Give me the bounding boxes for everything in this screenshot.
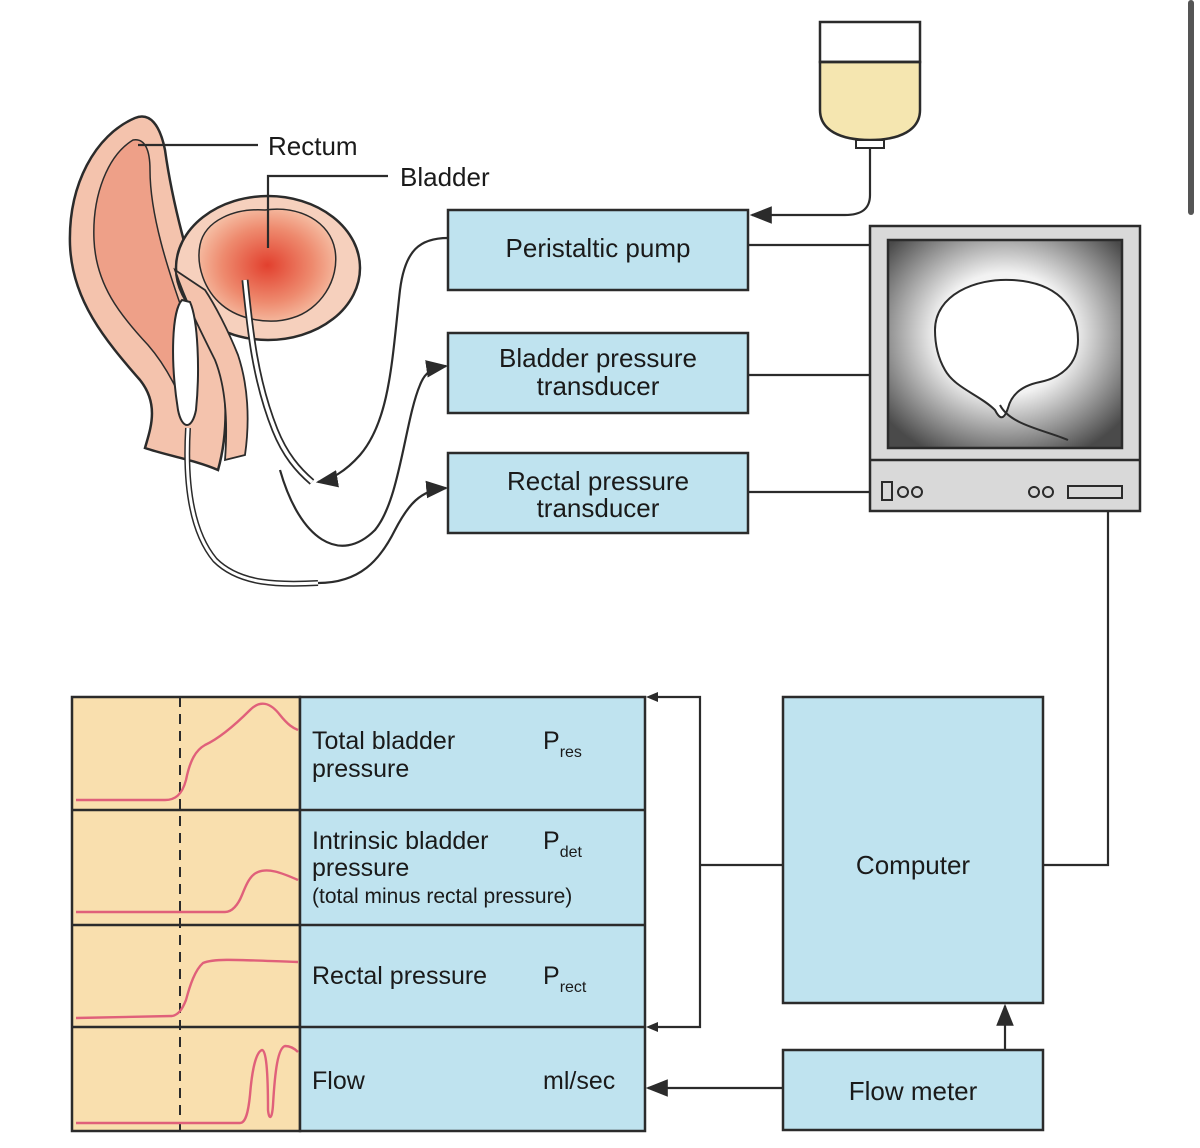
trace-rectal-pressure	[75, 958, 299, 1020]
row-intrinsic-label-3: (total minus rectal pressure)	[312, 885, 572, 908]
row-flow-unit: ml/sec	[543, 1067, 615, 1095]
trace-intrinsic-bladder-pressure	[76, 869, 299, 914]
bag-to-pump-tube	[749, 148, 872, 224]
recorder: Total bladder pressure Pres Intrinsic bl…	[70, 695, 647, 1133]
row-total-symbol: Pres	[543, 727, 582, 761]
rectal-transducer-label-2: transducer	[537, 493, 660, 523]
monitor-power-switch	[881, 481, 893, 501]
rectal-line-to-transducer	[317, 480, 449, 585]
pelvic-tissue	[173, 267, 249, 462]
row-intrinsic-label-2: pressure	[312, 854, 409, 882]
vertical-scrollbar[interactable]	[1188, 0, 1194, 215]
flow-meter-label: Flow meter	[849, 1076, 978, 1106]
rectal-balloon	[172, 298, 199, 426]
fluid-bag	[818, 20, 922, 149]
computer-label: Computer	[856, 850, 970, 880]
row-flow-label-1: Flow	[312, 1067, 366, 1095]
bladder-line-to-transducer	[278, 360, 449, 547]
trace-flow	[76, 1044, 299, 1125]
rectum-label: Rectum	[268, 131, 358, 161]
monitor	[868, 224, 1142, 513]
computer-box: Computer	[781, 695, 1045, 1005]
pump-to-bladder-tube	[315, 236, 449, 488]
row-rectal-label-1: Rectal pressure	[312, 962, 487, 990]
peristaltic-pump-label: Peristaltic pump	[506, 233, 691, 263]
peristaltic-pump-box: Peristaltic pump	[446, 208, 750, 292]
row-intrinsic-symbol: Pdet	[543, 827, 582, 861]
bladder-transducer-box: Bladder pressure transducer	[446, 331, 750, 415]
bladder-transducer-label-2: transducer	[537, 371, 660, 401]
flow-meter-box: Flow meter	[781, 1048, 1045, 1132]
recorder-bracket	[650, 695, 702, 1029]
rectal-transducer-box: Rectal pressure transducer	[446, 451, 750, 535]
rectal-transducer-label-1: Rectal pressure	[507, 466, 689, 496]
monitor-to-computer	[1043, 511, 1110, 867]
row-total-label-2: pressure	[312, 755, 409, 783]
trace-total-bladder-pressure	[76, 702, 299, 802]
row-total-label-1: Total bladder	[312, 727, 455, 755]
row-intrinsic-label-1: Intrinsic bladder	[312, 827, 488, 855]
monitor-bladder-image	[933, 278, 1080, 419]
anatomy-illustration: Rectum Bladder	[68, 115, 490, 587]
bladder-lumen	[198, 208, 337, 322]
bladder-label: Bladder	[400, 162, 490, 192]
monitor-slot	[1067, 485, 1123, 499]
bladder-transducer-label-1: Bladder pressure	[499, 343, 697, 373]
row-rectal-symbol: Prect	[543, 962, 587, 996]
